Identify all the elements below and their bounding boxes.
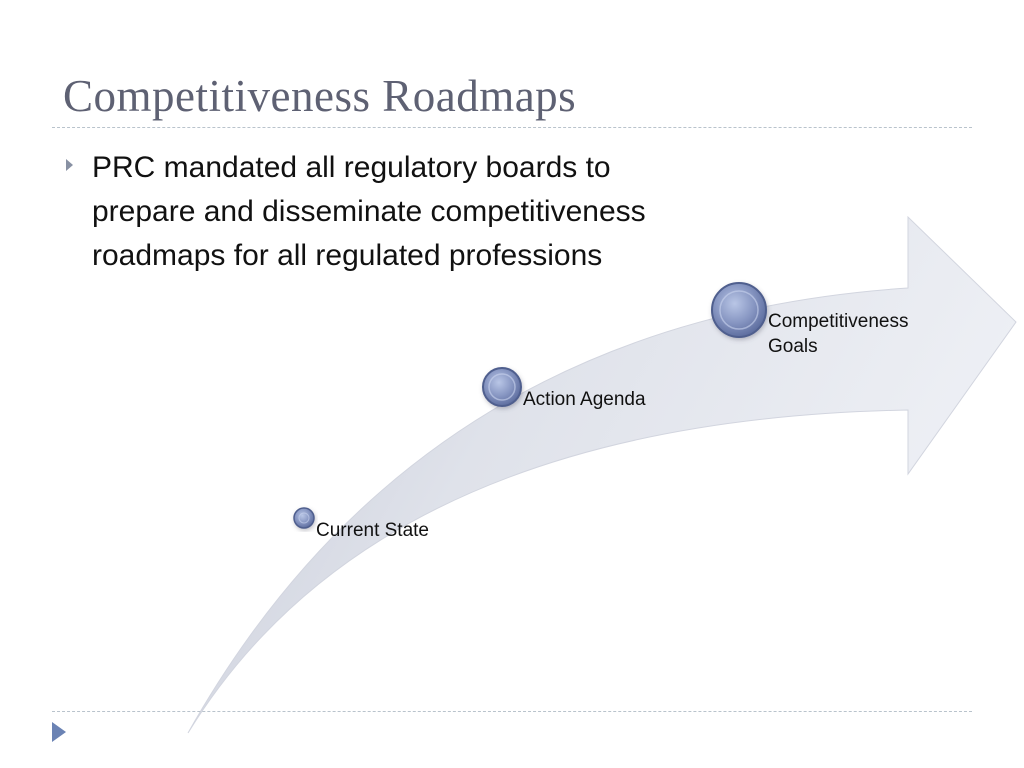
curved-arrow <box>187 215 1017 734</box>
stage-label-current-state: Current State <box>316 520 429 541</box>
stage-label-competitiveness-goals: Competitiveness Goals <box>768 311 909 357</box>
stage-node-current-state <box>293 507 315 529</box>
footer-divider <box>52 711 972 712</box>
title-divider <box>52 127 972 128</box>
bullet-text: PRC mandated all regulatory boards to pr… <box>92 151 646 272</box>
bullet-triangle-icon <box>66 159 73 171</box>
stage-label-action-agenda: Action Agenda <box>523 389 646 410</box>
slide-title: Competitiveness Roadmaps <box>63 71 577 121</box>
slide-nav-triangle-icon[interactable] <box>52 722 66 742</box>
